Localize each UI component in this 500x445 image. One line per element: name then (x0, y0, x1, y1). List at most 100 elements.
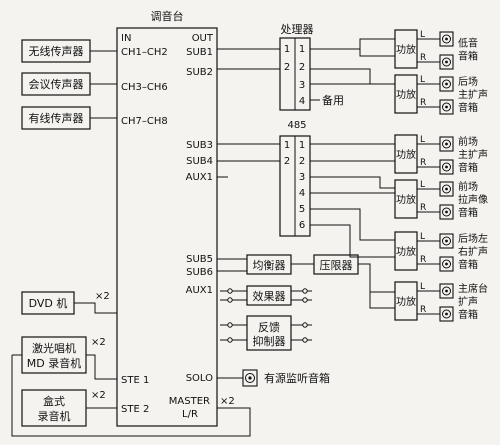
speaker-cone (442, 259, 451, 269)
speaker-group-label: 低音 (458, 37, 478, 50)
speaker-group-label: 扩声 (458, 295, 478, 308)
speaker-center (445, 210, 448, 214)
mixer-input-ste1: STE 1 (121, 375, 149, 386)
mixer-output-sub2: SUB2 (186, 67, 213, 78)
mixer-output-solo: SOLO (186, 373, 213, 384)
channel-l-label: L (420, 30, 425, 40)
source-md-label: MD 录音机 (27, 356, 81, 370)
speaker-icon (439, 233, 454, 249)
channel-r-label: R (420, 305, 426, 315)
processor2-out-1: 1 (299, 140, 305, 151)
mixer-box (116, 27, 218, 427)
mixer-input-ch7-8: CH7–CH8 (121, 116, 168, 127)
mixer-input-ch1-2: CH1–CH2 (121, 47, 168, 58)
speaker-icon (439, 76, 454, 92)
speaker-cone (442, 207, 451, 217)
processor1-out-3: 3 (299, 80, 305, 91)
amp-box (394, 281, 418, 321)
feedback-label-1: 反馈 (258, 321, 280, 334)
channel-l-label: L (420, 282, 425, 292)
mixer-input-ch3-6: CH3–CH6 (121, 82, 168, 93)
speaker-group-label: 主扩声 (458, 88, 488, 101)
speaker-group-label: 音箱 (458, 308, 478, 321)
limiter-label: 压限器 (320, 259, 353, 272)
speaker-cone (442, 236, 451, 246)
source-wired-label: 有线传声器 (29, 111, 84, 125)
mixer-output-sub6: SUB6 (186, 267, 213, 278)
amp-layer: 功放LR低音音箱功放LR后场主扩声音箱功放LR前场主扩声音箱功放LR前场拉声像音… (394, 29, 488, 322)
channel-r-label: R (420, 255, 426, 265)
processor2-out-4: 4 (299, 188, 305, 199)
speaker-group-label: 音箱 (458, 206, 478, 219)
processor-amp-wires (310, 38, 396, 258)
amp-label: 功放 (396, 148, 416, 161)
processor1-spare-label: 备用 (322, 93, 344, 107)
speaker-center (445, 165, 448, 169)
effects-wires (217, 258, 395, 341)
speaker-group-label: 主扩声 (458, 148, 488, 161)
amp-label: 功放 (396, 295, 416, 308)
speaker-center (445, 105, 448, 109)
speaker-group-label: 音箱 (458, 161, 478, 174)
processor1-label: 处理器 (281, 23, 314, 36)
amp-label: 功放 (396, 193, 416, 206)
channel-r-label: R (420, 203, 426, 213)
speaker-cone (442, 184, 451, 194)
channel-l-label: L (420, 75, 425, 85)
speaker-cone (442, 162, 451, 172)
processor2-out-2: 2 (299, 156, 305, 167)
channel-r-label: R (420, 98, 426, 108)
processor2-in-1: 1 (284, 140, 290, 151)
source-cassette-label-2: 录音机 (38, 409, 71, 423)
speaker-center (445, 262, 448, 266)
feedback-suppressor-box (246, 315, 292, 351)
amp-box (394, 134, 418, 174)
source-wireless-label: 无线传声器 (29, 44, 84, 58)
mixer-master-label: MASTER (169, 396, 210, 407)
source-dvd-mult: ×2 (95, 291, 110, 302)
mixer-master-mult: ×2 (220, 396, 235, 407)
processor1-in-2: 2 (284, 62, 290, 73)
amp-box (394, 29, 418, 69)
speaker-center (445, 312, 448, 316)
patch-points (227, 288, 308, 343)
speaker-cone (442, 57, 451, 67)
source-laser-label: 激光唱机 (32, 341, 76, 355)
speaker-group-label: 右扩声 (458, 245, 488, 258)
amp-box (394, 179, 418, 219)
speaker-icon (439, 306, 454, 322)
mixer-processor-wires (217, 48, 280, 178)
monitor-speaker-icon (242, 369, 258, 387)
speaker-center (445, 289, 448, 293)
channel-l-label: L (420, 232, 425, 242)
speaker-center (445, 187, 448, 191)
monitor-label: 有源监听音箱 (264, 371, 330, 385)
speaker-cone (442, 309, 451, 319)
speaker-center (445, 82, 448, 86)
amp-box (394, 231, 418, 271)
speaker-cone (442, 139, 451, 149)
channel-r-label: R (420, 158, 426, 168)
processor2-label: 485 (287, 120, 306, 131)
speaker-group-label: 后场左 (458, 232, 488, 245)
speaker-center (445, 142, 448, 146)
mixer-out-label: OUT (192, 33, 214, 44)
processor1-out-1: 1 (299, 44, 305, 55)
speaker-cone (442, 102, 451, 112)
source-cassette-label-1: 盒式 (43, 394, 65, 408)
mixer-output-aux1-b: AUX1 (186, 285, 213, 296)
speaker-group-label: 音箱 (458, 101, 478, 114)
source-dvd-label: DVD 机 (29, 296, 68, 310)
speaker-center (445, 60, 448, 64)
speaker-icon (439, 31, 454, 47)
mixer-output-sub3: SUB3 (186, 140, 213, 151)
mixer-title: 调音台 (151, 9, 184, 23)
channel-l-label: L (420, 135, 425, 145)
channel-l-label: L (420, 180, 425, 190)
speaker-group-label: 主席台 (458, 282, 488, 295)
source-wires (11, 50, 251, 437)
speaker-center (445, 239, 448, 243)
